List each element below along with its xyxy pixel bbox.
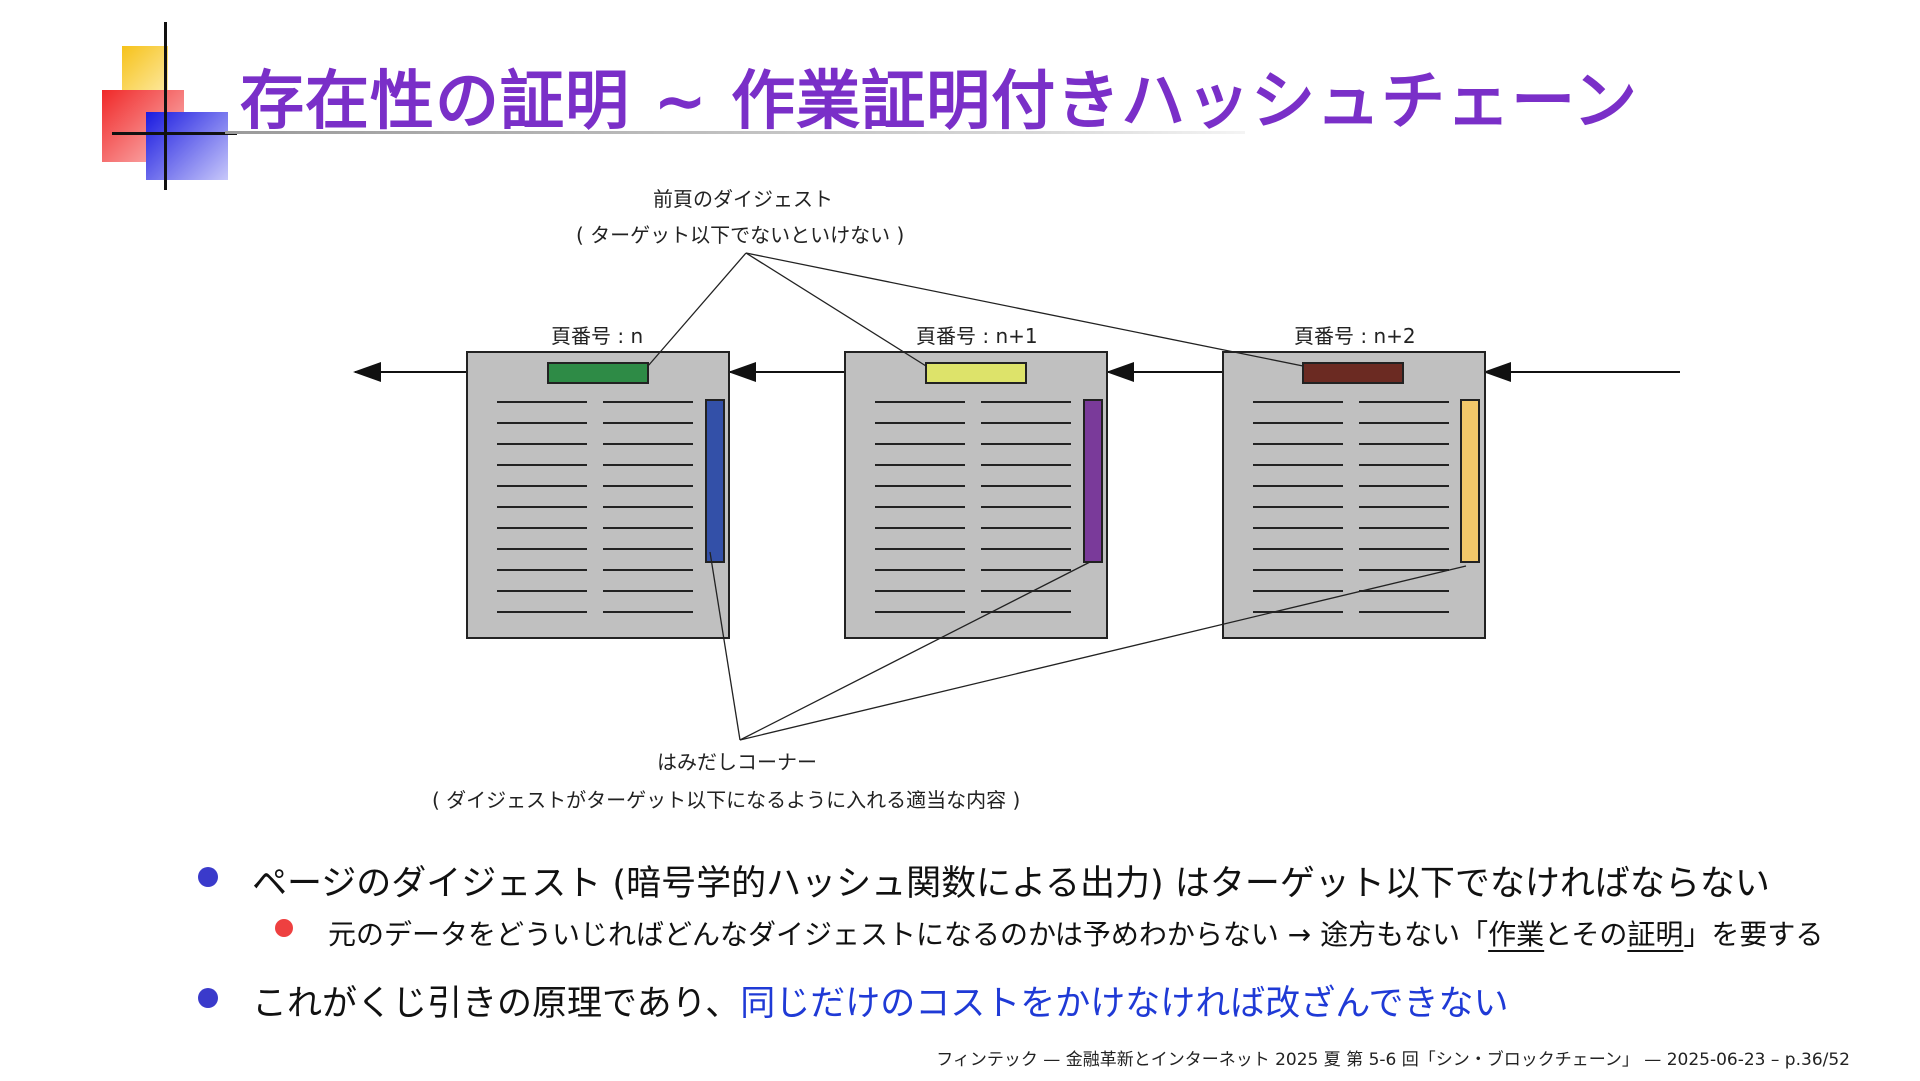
page-label-n: 頁番号 : n (551, 324, 644, 348)
footer: フィンテック — 金融革新とインターネット 2025 夏 第 5-6 回「シン・… (936, 1050, 1850, 1070)
page-title: 存在性の証明 ∼ 作業証明付きハッシュチェーン (240, 65, 1638, 139)
sub-bullet-text: 」を要する (1683, 918, 1824, 951)
bullet-1: ページのダイジェスト (暗号学的ハッシュ関数による出力) はターゲット以下でなけ… (252, 864, 1770, 904)
sub-bullet-text: とその (1544, 918, 1628, 951)
underlined-proof: 証明 (1627, 918, 1684, 951)
margin-box (1083, 399, 1103, 563)
digest-box (925, 362, 1027, 384)
bullet-2-highlight: 同じだけのコストをかけなければ改ざんできない (740, 984, 1509, 1024)
margin-leaders (709, 551, 1467, 741)
sub-bullet-marker (275, 919, 293, 937)
sub-bullet-1: 元のデータをどういじればどんなダイジェストになるのかは予めわからない → 途方も… (328, 913, 1823, 953)
digest-leaders (647, 252, 1304, 367)
page-block-n-plus-1 (844, 351, 1108, 639)
sub-bullet-text: 元のデータをどういじればどんなダイジェストになるのかは予めわからない → 途方も… (328, 918, 1489, 951)
page-block-n (466, 351, 730, 639)
margin-box (1460, 399, 1480, 563)
digest-box (547, 362, 649, 384)
underlined-work: 作業 (1488, 918, 1545, 951)
margin-note: ( ダイジェストがターゲット以下になるように入れる適当な内容 ) (432, 788, 1021, 812)
beamer-logo (98, 22, 238, 190)
bullet-marker (198, 867, 218, 887)
page-label-n-plus-1: 頁番号 : n+1 (916, 324, 1038, 348)
margin-box (705, 399, 725, 563)
page-label-n-plus-2: 頁番号 : n+2 (1294, 324, 1416, 348)
bullet-2: これがくじ引きの原理であり、同じだけのコストをかけなければ改ざんできない (252, 975, 1509, 1026)
digest-box (1302, 362, 1404, 384)
digest-note: ( ターゲット以下でないといけない ) (576, 223, 905, 247)
digest-label: 前頁のダイジェスト (653, 187, 833, 211)
page-block-n-plus-2 (1222, 351, 1486, 639)
bullet-2-text: これがくじ引きの原理であり、 (252, 984, 741, 1024)
title-rule (225, 131, 1245, 134)
bullet-marker (198, 988, 218, 1008)
margin-label: はみだしコーナー (657, 750, 817, 774)
